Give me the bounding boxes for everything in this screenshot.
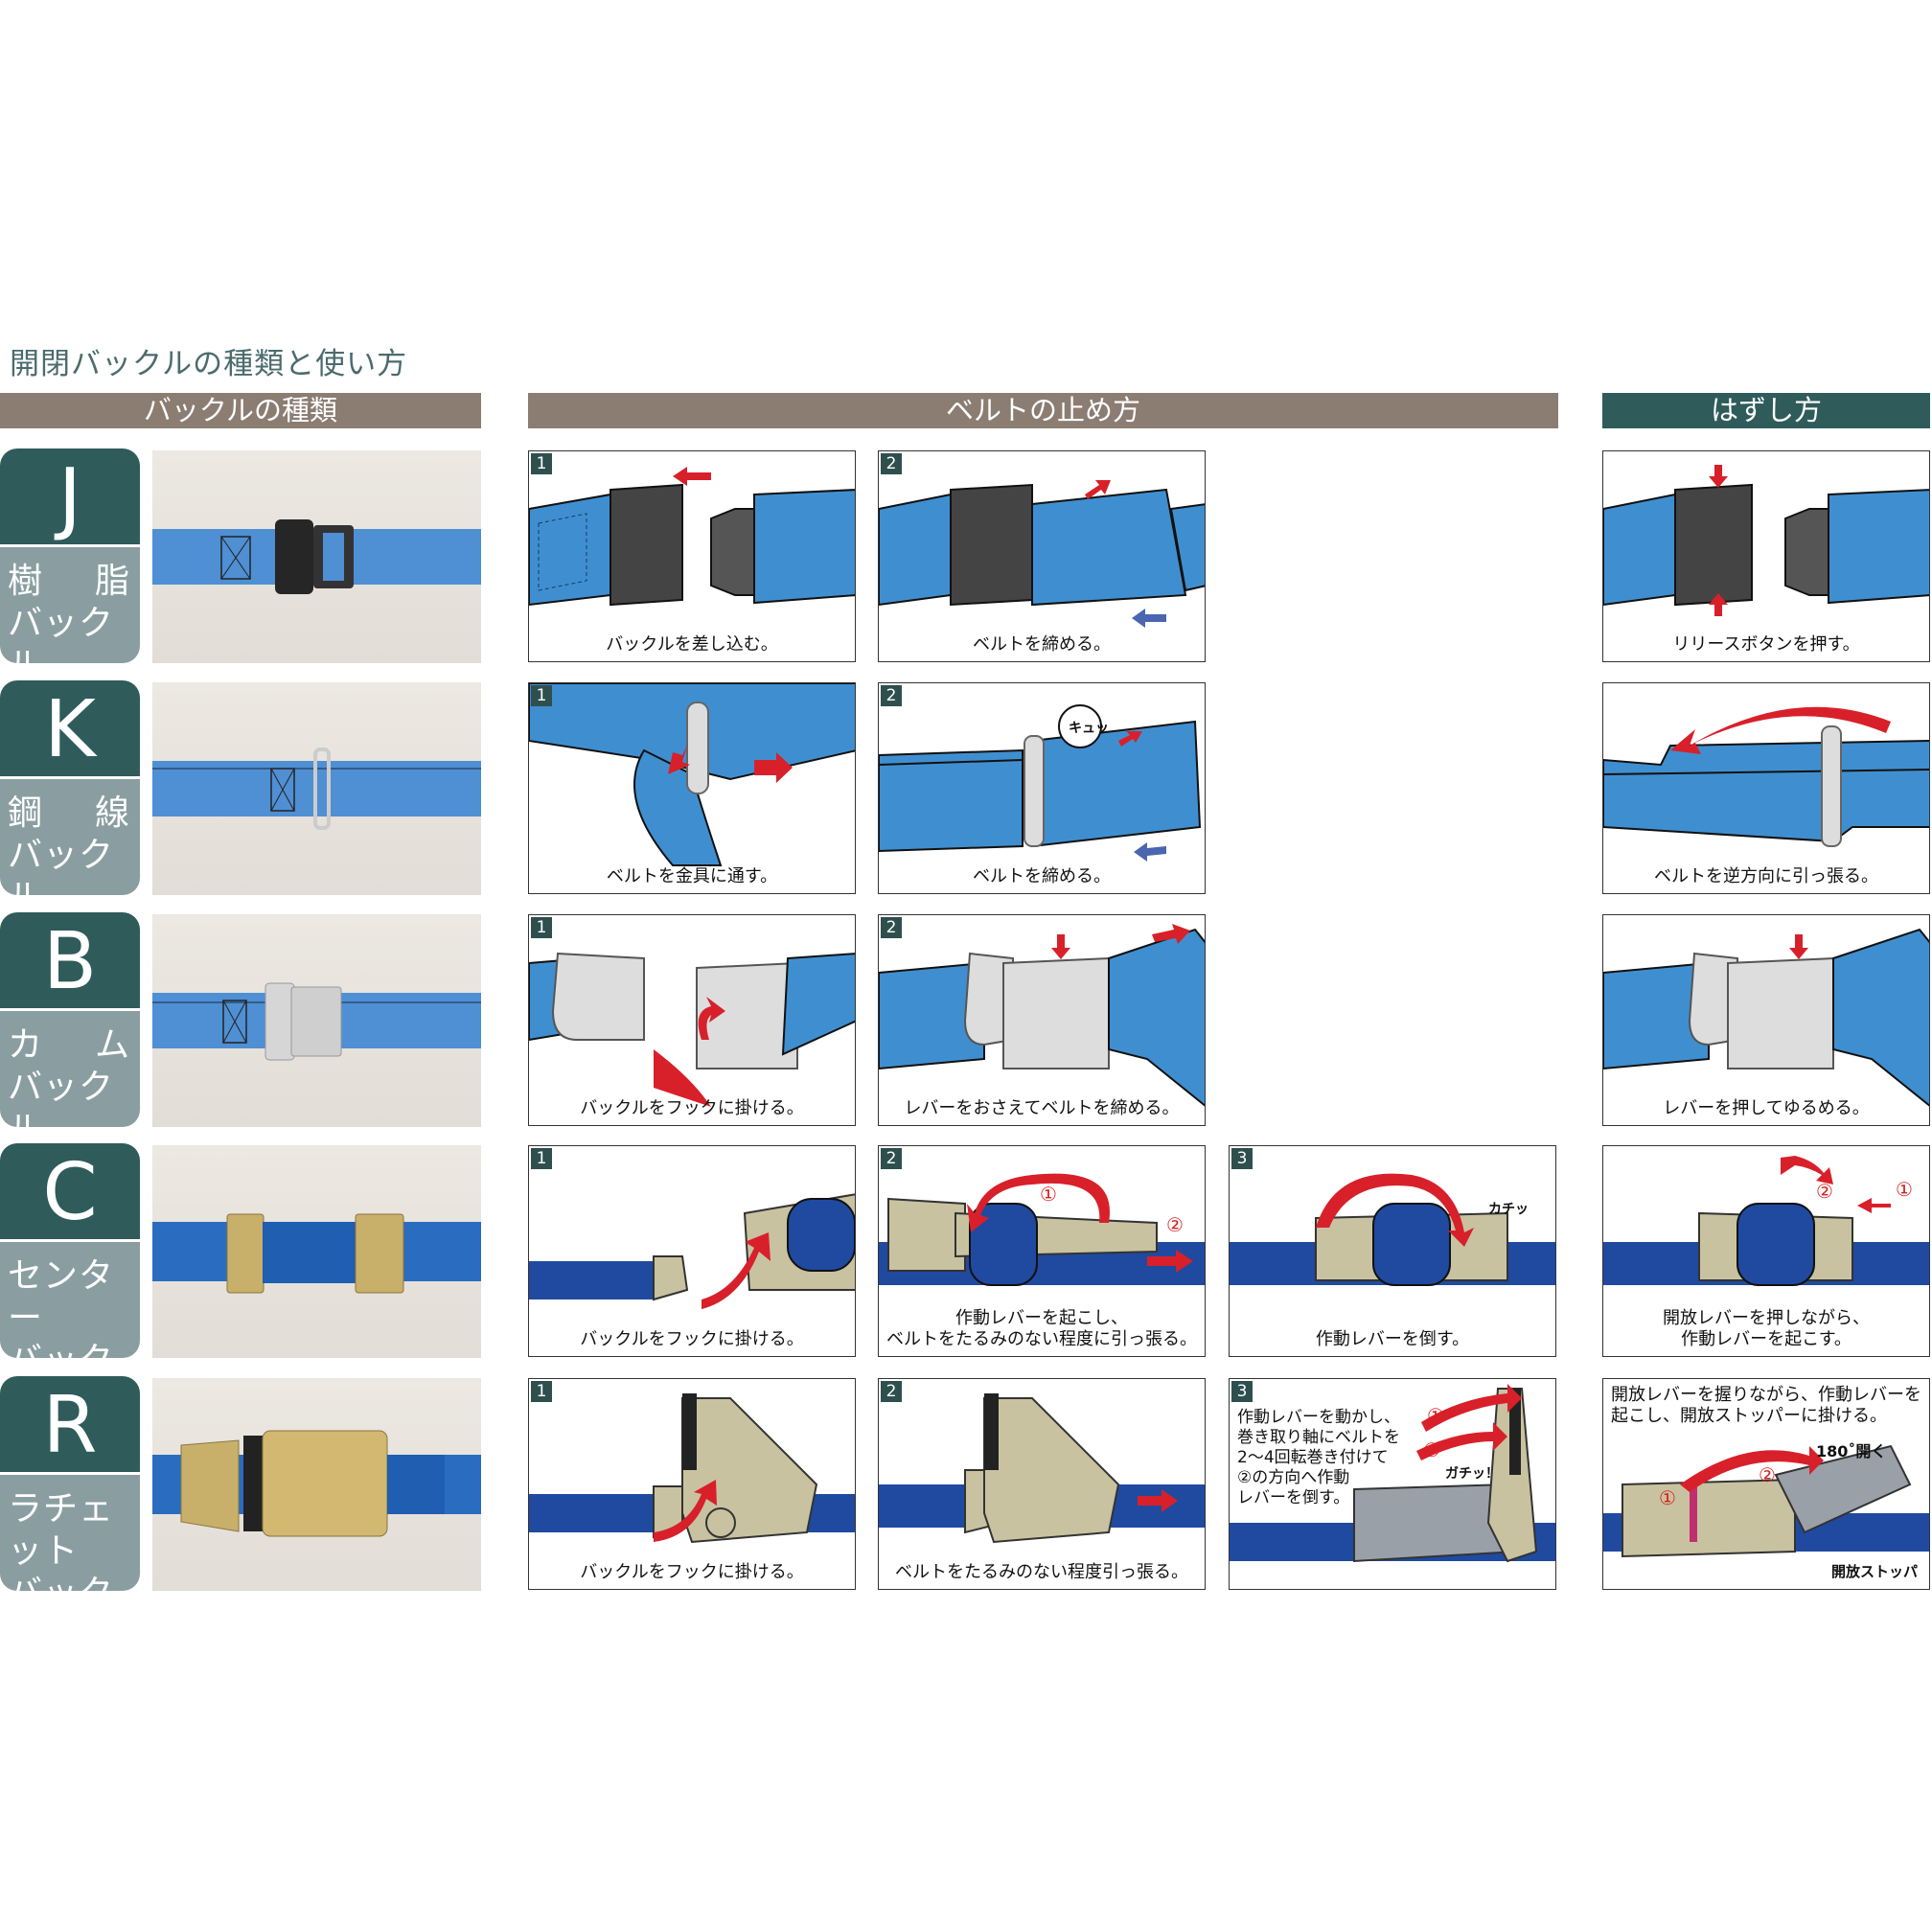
panel-k-step2: 2 キュッ ベルトを締める。 [878,682,1206,894]
step-badge: 1 [531,917,552,938]
kind-char: ム [94,1025,130,1065]
step-badge: 2 [881,453,902,474]
panel-r-step2: 2 ベルトをたるみのない程度引っ張る。 [878,1378,1206,1590]
kind-line2: バックル [8,1340,140,1358]
panel-r-step1: 1 バックルをフックに掛ける。 [528,1378,856,1590]
panel-r-step3: 3 作動レバーを動かし、 巻き取り軸にベルトを 2～4回転巻き付けて ②の方向へ… [1229,1378,1556,1590]
kind-line2: バックル [8,1068,115,1127]
row-kind: カ ム バックル [0,1011,140,1127]
kind-line2: バックル [8,1573,140,1591]
release-caption: 開放レバーを押しながら、 作動レバーを起こす。 [1663,1308,1870,1349]
panel-c-step1: 1 バックルをフックに掛ける。 [528,1145,856,1357]
step-caption: 作動レバーを倒す。 [1315,1329,1470,1349]
panel-c-release: ② ① 開放レバーを押しながら、 作動レバーを起こす。 [1602,1145,1930,1357]
row-kind: 鋼 線 バックル [0,779,140,895]
step-caption: レバーをおさえてベルトを締める。 [904,1098,1180,1118]
row-letter: B [0,912,140,1008]
callout-number-2: ② [1166,1213,1184,1236]
callout-open-180: 180˚開く [1816,1442,1887,1460]
photo-ratchet-buckle [152,1378,481,1591]
photo-center-buckle [152,1145,481,1358]
kind-char: 線 [94,794,130,833]
panel-c-step2: 2 ① ② 作動レバーを起こし、 ベルトをたるみのない程度に引っ張る。 [878,1145,1206,1357]
panel-b-release: レバーを押してゆるめる。 [1602,914,1930,1126]
callout-number-1: ① [1659,1486,1676,1509]
panel-j-step2: 2 ベルトを締める。 [878,450,1206,662]
release-caption: ベルトを逆方向に引っ張る。 [1654,866,1878,886]
step-caption: 作動レバーを起こし、 ベルトをたるみのない程度に引っ張る。 [886,1308,1197,1349]
panel-j-release: リリースボタンを押す。 [1602,450,1930,662]
row-label-c: C センター バックル [0,1143,140,1358]
step-badge: 1 [531,1381,552,1402]
step-caption: バックルをフックに掛ける。 [580,1562,804,1582]
kind-char: 鋼 [8,794,44,833]
callout-number-1: ① [1427,1404,1444,1427]
panel-b-step2: 2 レバーをおさえてベルトを締める。 [878,914,1206,1126]
photo-resin-buckle [152,450,481,663]
header-buckle-types: バックルの種類 [0,393,481,428]
kind-char: カ [8,1025,44,1065]
kind-line2: バックル [8,604,115,663]
callout-number-2: ② [1816,1180,1833,1203]
row-label-j: J 樹 脂 バックル [0,448,140,663]
panel-k-step1: 1 ベルトを金具に通す。 [528,682,856,894]
step-badge: 2 [881,1381,902,1402]
kind-char: 脂 [94,562,130,601]
callout-squeak: キュッ [1069,721,1109,736]
callout-number-1: ① [1040,1183,1057,1206]
row-label-r: R ラチェット バックル [0,1376,140,1591]
step-badge: 3 [1231,1148,1253,1169]
step-caption: ベルトを金具に通す。 [606,866,778,886]
step-badge: 1 [531,685,552,706]
step-badge: 2 [881,685,902,706]
step-caption: バックルをフックに掛ける。 [580,1098,804,1118]
page-title: 開閉バックルの種類と使い方 [10,347,408,381]
kind-line2: バックル [8,836,115,895]
release-caption: 開放レバーを握りながら、作動レバーを 起こし、開放ストッパーに掛ける。 [1611,1385,1921,1426]
row-kind: センター バックル [0,1242,140,1358]
row-letter: C [0,1143,140,1239]
step-badge: 3 [1231,1381,1253,1402]
row-letter: K [0,680,140,776]
release-caption: リリースボタンを押す。 [1672,634,1860,655]
photo-steel-wire-buckle [152,682,481,895]
callout-release-stopper: 開放ストッパー [1831,1563,1919,1589]
kind-line1: センター [8,1256,115,1338]
step-caption: ベルトを締める。 [973,634,1111,655]
panel-k-release: ベルトを逆方向に引っ張る。 [1602,682,1930,894]
row-kind: ラチェット バックル [0,1475,140,1591]
panel-j-step1: 1 バックルを差し込む。 [528,450,856,662]
panel-c-step3: 3 カチッ 作動レバーを倒す。 [1229,1145,1556,1357]
step-caption: バックルをフックに掛ける。 [580,1329,804,1349]
header-release-method: はずし方 [1602,393,1930,428]
photo-cam-buckle [152,914,481,1127]
step-caption: バックルを差し込む。 [606,634,778,655]
release-caption: レバーを押してゆるめる。 [1663,1098,1870,1118]
callout-number-2: ② [1759,1463,1776,1486]
step-caption: ベルトを締める。 [973,866,1111,886]
step-badge: 1 [531,453,552,474]
panel-r-release: 開放レバーを握りながら、作動レバーを 起こし、開放ストッパーに掛ける。 180˚… [1602,1378,1930,1590]
step-caption: 作動レバーを動かし、 巻き取り軸にベルトを 2～4回転巻き付けて ②の方向へ作動… [1237,1408,1400,1507]
step-caption: ベルトをたるみのない程度引っ張る。 [895,1562,1188,1582]
callout-number-2: ② [1423,1438,1440,1461]
panel-b-step1: 1 バックルをフックに掛ける。 [528,914,856,1126]
kind-char: 樹 [8,562,44,601]
callout-number-1: ① [1896,1178,1913,1201]
row-label-k: K 鋼 線 バックル [0,680,140,895]
step-badge: 1 [531,1148,552,1169]
header-fasten-method: ベルトの止め方 [528,393,1558,428]
row-label-b: B カ ム バックル [0,912,140,1127]
row-letter: J [0,448,140,544]
row-letter: R [0,1376,140,1472]
step-badge: 2 [881,1148,902,1169]
callout-click: カチッ [1488,1202,1529,1217]
callout-click: ガチッ！ [1445,1466,1499,1482]
row-kind: 樹 脂 バックル [0,547,140,663]
kind-line1: ラチェット [8,1489,115,1571]
step-badge: 2 [881,917,902,938]
